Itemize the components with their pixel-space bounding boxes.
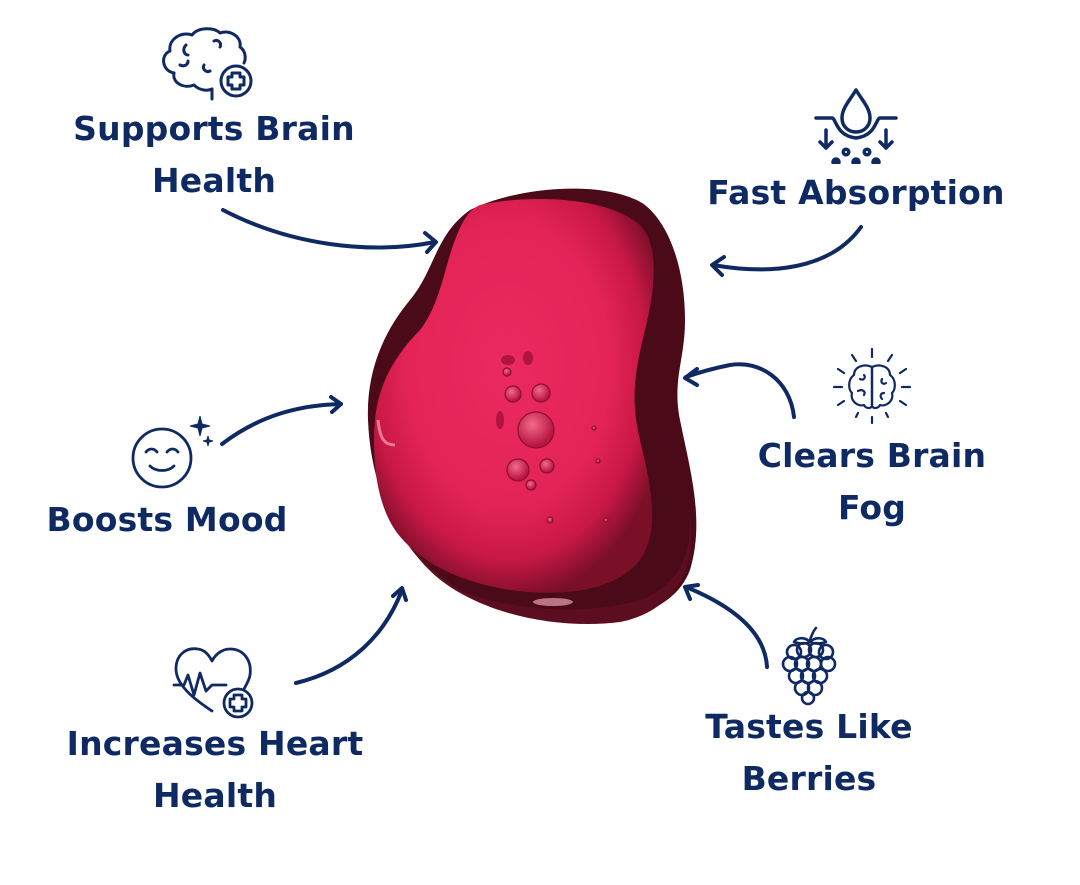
brain-rays-icon bbox=[830, 345, 914, 429]
arrow-taste bbox=[683, 583, 769, 669]
benefit-mood: Boosts Mood bbox=[36, 494, 298, 546]
benefit-taste: Tastes Like Berries bbox=[694, 701, 924, 805]
benefit-brain-health-line1: Supports Brain bbox=[73, 109, 355, 148]
brain-plus-icon bbox=[158, 25, 258, 105]
heart-pulse-plus-icon bbox=[172, 645, 262, 721]
droplet-rim-highlight bbox=[533, 598, 573, 606]
benefit-brain-health-line2: Health bbox=[151, 161, 277, 200]
absorption-drop-icon bbox=[812, 84, 902, 164]
benefit-absorption: Fast Absorption bbox=[700, 167, 1012, 219]
dark-flecks bbox=[496, 351, 533, 429]
benefit-taste-line1: Tastes Like bbox=[705, 707, 913, 746]
benefit-heart-health-line1: Increases Heart bbox=[66, 724, 364, 763]
benefit-taste-line2: Berries bbox=[741, 759, 877, 798]
arrow-heart-health bbox=[294, 586, 408, 685]
benefit-absorption-line1: Fast Absorption bbox=[707, 173, 1005, 212]
benefit-heart-health-line2: Health bbox=[152, 776, 278, 815]
arrow-brain-health bbox=[221, 208, 438, 254]
benefit-mood-line1: Boosts Mood bbox=[46, 500, 288, 539]
raspberry-icon bbox=[780, 626, 840, 706]
benefit-brain-fog: Clears Brain Fog bbox=[748, 430, 996, 534]
smiley-sparkle-icon bbox=[130, 414, 216, 490]
benefit-brain-fog-line1: Clears Brain bbox=[757, 436, 987, 475]
benefit-brain-fog-line2: Fog bbox=[837, 488, 907, 527]
benefit-heart-health: Increases Heart Health bbox=[58, 718, 372, 822]
arrow-absorption bbox=[710, 225, 863, 277]
droplet-highlight bbox=[376, 419, 396, 447]
arrow-mood bbox=[220, 395, 343, 446]
bubbles bbox=[502, 367, 609, 524]
arrow-brain-fog bbox=[683, 362, 796, 419]
benefit-brain-health: Supports Brain Health bbox=[64, 103, 364, 207]
